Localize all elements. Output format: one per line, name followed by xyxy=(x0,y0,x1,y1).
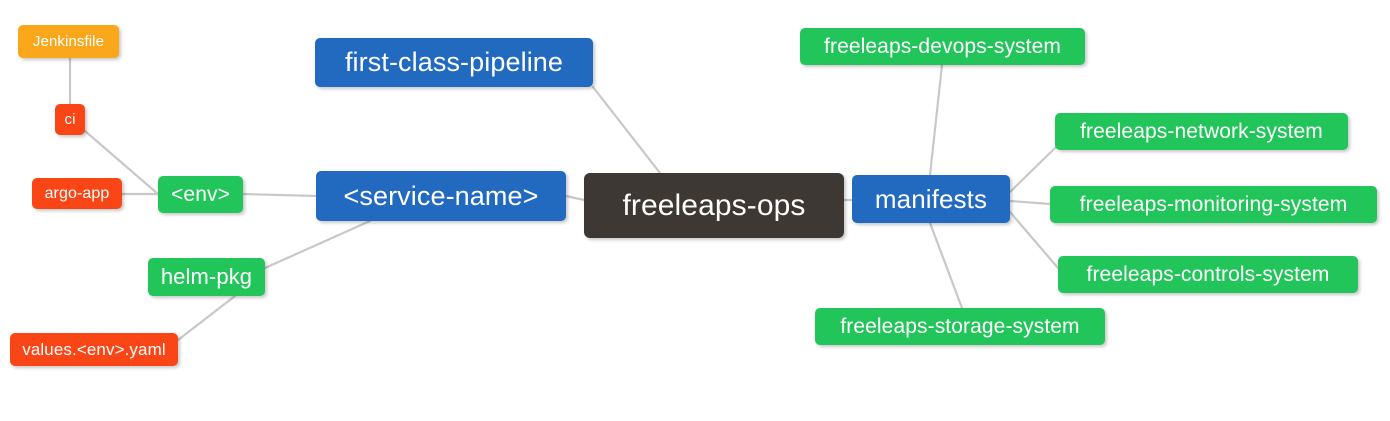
node-first-class-pipeline[interactable]: first-class-pipeline xyxy=(315,38,593,87)
node-freeleaps-storage-system[interactable]: freeleaps-storage-system xyxy=(815,308,1105,345)
edge-manifests-devops xyxy=(928,63,944,177)
node-env[interactable]: <env> xyxy=(158,176,243,213)
node-jenkinsfile[interactable]: Jenkinsfile xyxy=(18,25,119,58)
node-argo-app[interactable]: argo-app xyxy=(32,178,122,209)
edge-servicename-root xyxy=(564,194,586,202)
edge-manifests-storage xyxy=(928,221,964,310)
edge-firstclass-root xyxy=(591,85,662,175)
node-freeleaps-ops-root[interactable]: freeleaps-ops xyxy=(584,173,844,238)
edge-helmpkg-servicename xyxy=(263,219,372,270)
node-freeleaps-network-system[interactable]: freeleaps-network-system xyxy=(1055,113,1348,150)
node-helm-pkg[interactable]: helm-pkg xyxy=(148,258,265,296)
node-service-name[interactable]: <service-name> xyxy=(316,171,566,221)
node-values-env-yaml[interactable]: values.<env>.yaml xyxy=(10,333,178,366)
node-manifests[interactable]: manifests xyxy=(852,175,1010,223)
edge-values-helmpkg xyxy=(176,294,237,342)
edge-manifests-network xyxy=(1008,146,1057,194)
node-freeleaps-monitoring-system[interactable]: freeleaps-monitoring-system xyxy=(1050,186,1377,223)
node-freeleaps-devops-system[interactable]: freeleaps-devops-system xyxy=(800,28,1085,65)
node-freeleaps-controls-system[interactable]: freeleaps-controls-system xyxy=(1058,256,1358,293)
node-ci[interactable]: ci xyxy=(55,104,85,135)
edge-manifests-monitoring xyxy=(1008,199,1052,206)
edge-env-servicename xyxy=(241,192,318,198)
